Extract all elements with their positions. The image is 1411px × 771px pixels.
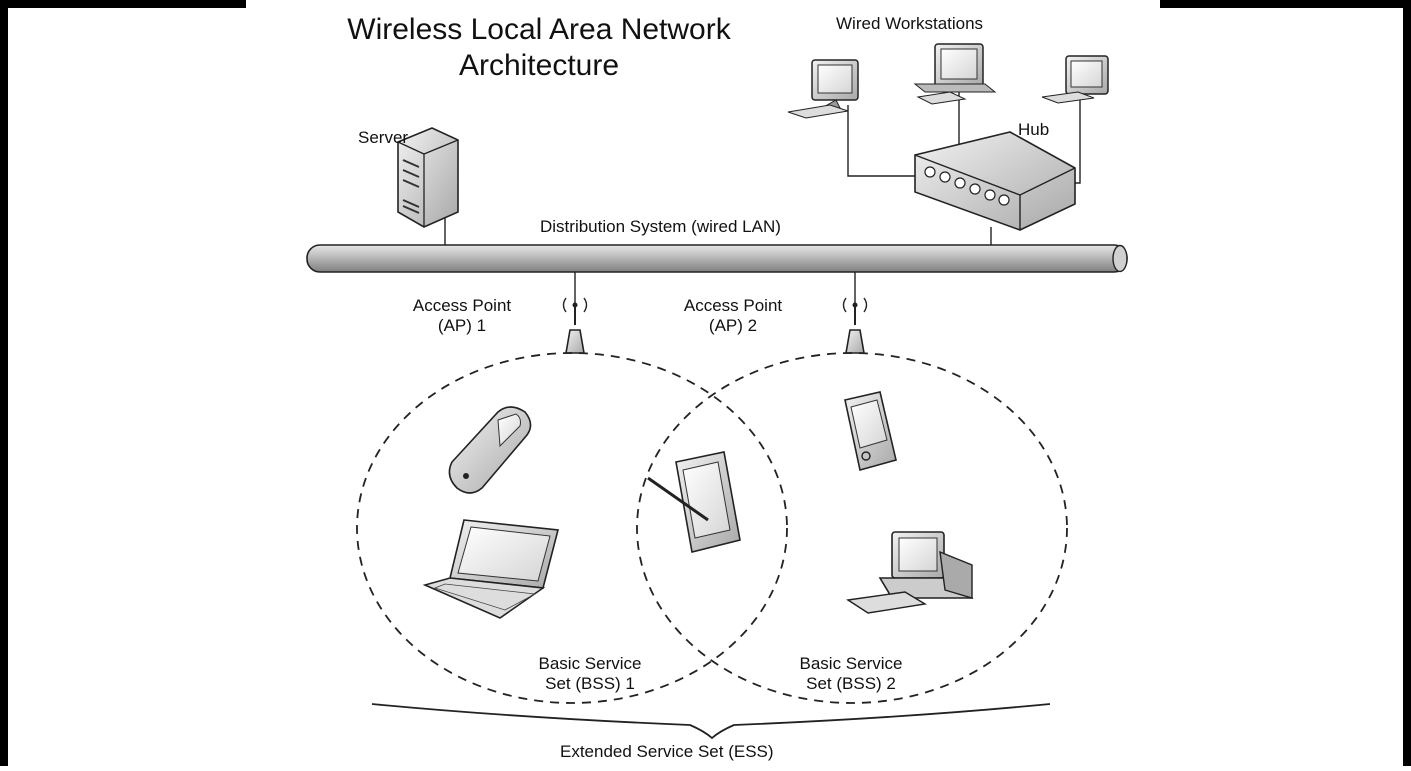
- server-icon: [397, 127, 459, 228]
- laptop-icon: [422, 519, 560, 619]
- bss-2-label-line-2: Set (BSS) 2: [806, 674, 896, 694]
- mobile-phone-icon: [448, 406, 532, 494]
- diagram-title-line-2: Architecture: [458, 49, 620, 82]
- bss-1-label-line-1: Basic Service: [538, 654, 642, 673]
- diagram-title: Wireless Local Area Network Architecture: [279, 12, 799, 84]
- access-point-1-label: Access Point (AP) 1: [392, 296, 532, 337]
- pda-stylus-icon: [647, 451, 741, 553]
- access-point-1-label-line-2: (AP) 1: [437, 316, 487, 336]
- bss-2-boundary: [636, 352, 1068, 704]
- access-point-2-label: Access Point (AP) 2: [663, 296, 803, 337]
- wired-workstation-3-icon: [1041, 55, 1109, 104]
- diagram-title-line-1: Wireless Local Area Network: [347, 13, 731, 46]
- distribution-system-label: Distribution System (wired LAN): [540, 217, 781, 236]
- access-point-2-label-line-1: Access Point: [683, 296, 783, 315]
- access-point-2-label-line-2: (AP) 2: [708, 316, 758, 336]
- pda-icon: [844, 391, 897, 471]
- wired-workstation-2-icon: [913, 43, 997, 105]
- hub-label: Hub: [1018, 120, 1050, 139]
- access-point-2-icon: [842, 297, 868, 354]
- access-point-1-icon: [562, 297, 588, 354]
- distribution-system-bus: [306, 244, 1128, 273]
- bss-2-label: Basic Service Set (BSS) 2: [781, 654, 921, 695]
- wired-workstations-label: Wired Workstations: [836, 14, 984, 33]
- wired-workstation-1-icon: [787, 59, 859, 119]
- desktop-computer-icon: [846, 531, 974, 614]
- server-label: Server: [358, 128, 409, 147]
- bss-2-label-line-1: Basic Service: [799, 654, 903, 673]
- bss-1-label-line-2: Set (BSS) 1: [545, 674, 635, 694]
- hub-icon: [914, 131, 1076, 231]
- ess-label: Extended Service Set (ESS): [560, 742, 774, 761]
- ess-brace: [371, 703, 1051, 740]
- access-point-1-label-line-1: Access Point: [412, 296, 512, 315]
- bss-1-label: Basic Service Set (BSS) 1: [520, 654, 660, 695]
- bss-1-boundary: [356, 352, 788, 704]
